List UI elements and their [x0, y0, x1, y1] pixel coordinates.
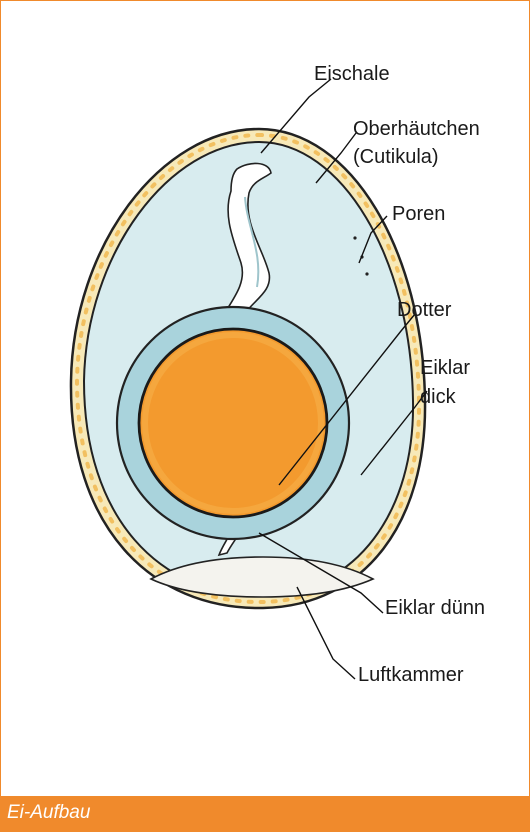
- label-eischale: Eischale: [314, 63, 390, 85]
- label-eiklar-dick-1: Eiklar: [420, 357, 470, 379]
- label-cutikula: (Cutikula): [353, 146, 439, 168]
- figure-caption: Ei-Aufbau: [7, 802, 90, 824]
- pore-dot: [353, 236, 356, 239]
- yolk: [139, 329, 327, 517]
- pore-dot: [365, 272, 368, 275]
- label-dotter: Dotter: [397, 299, 452, 321]
- egg-structure-diagram: Eischale Oberhäutchen (Cutikula) Poren D…: [1, 1, 529, 796]
- label-oberhaeutchen: Oberhäutchen: [353, 118, 480, 140]
- label-eiklar-duenn: Eiklar dünn: [385, 597, 485, 619]
- label-poren: Poren: [392, 203, 445, 225]
- label-eiklar-dick-2: dick: [420, 386, 457, 408]
- caption-bar: Ei-Aufbau: [1, 796, 529, 831]
- label-luftkammer: Luftkammer: [358, 664, 464, 686]
